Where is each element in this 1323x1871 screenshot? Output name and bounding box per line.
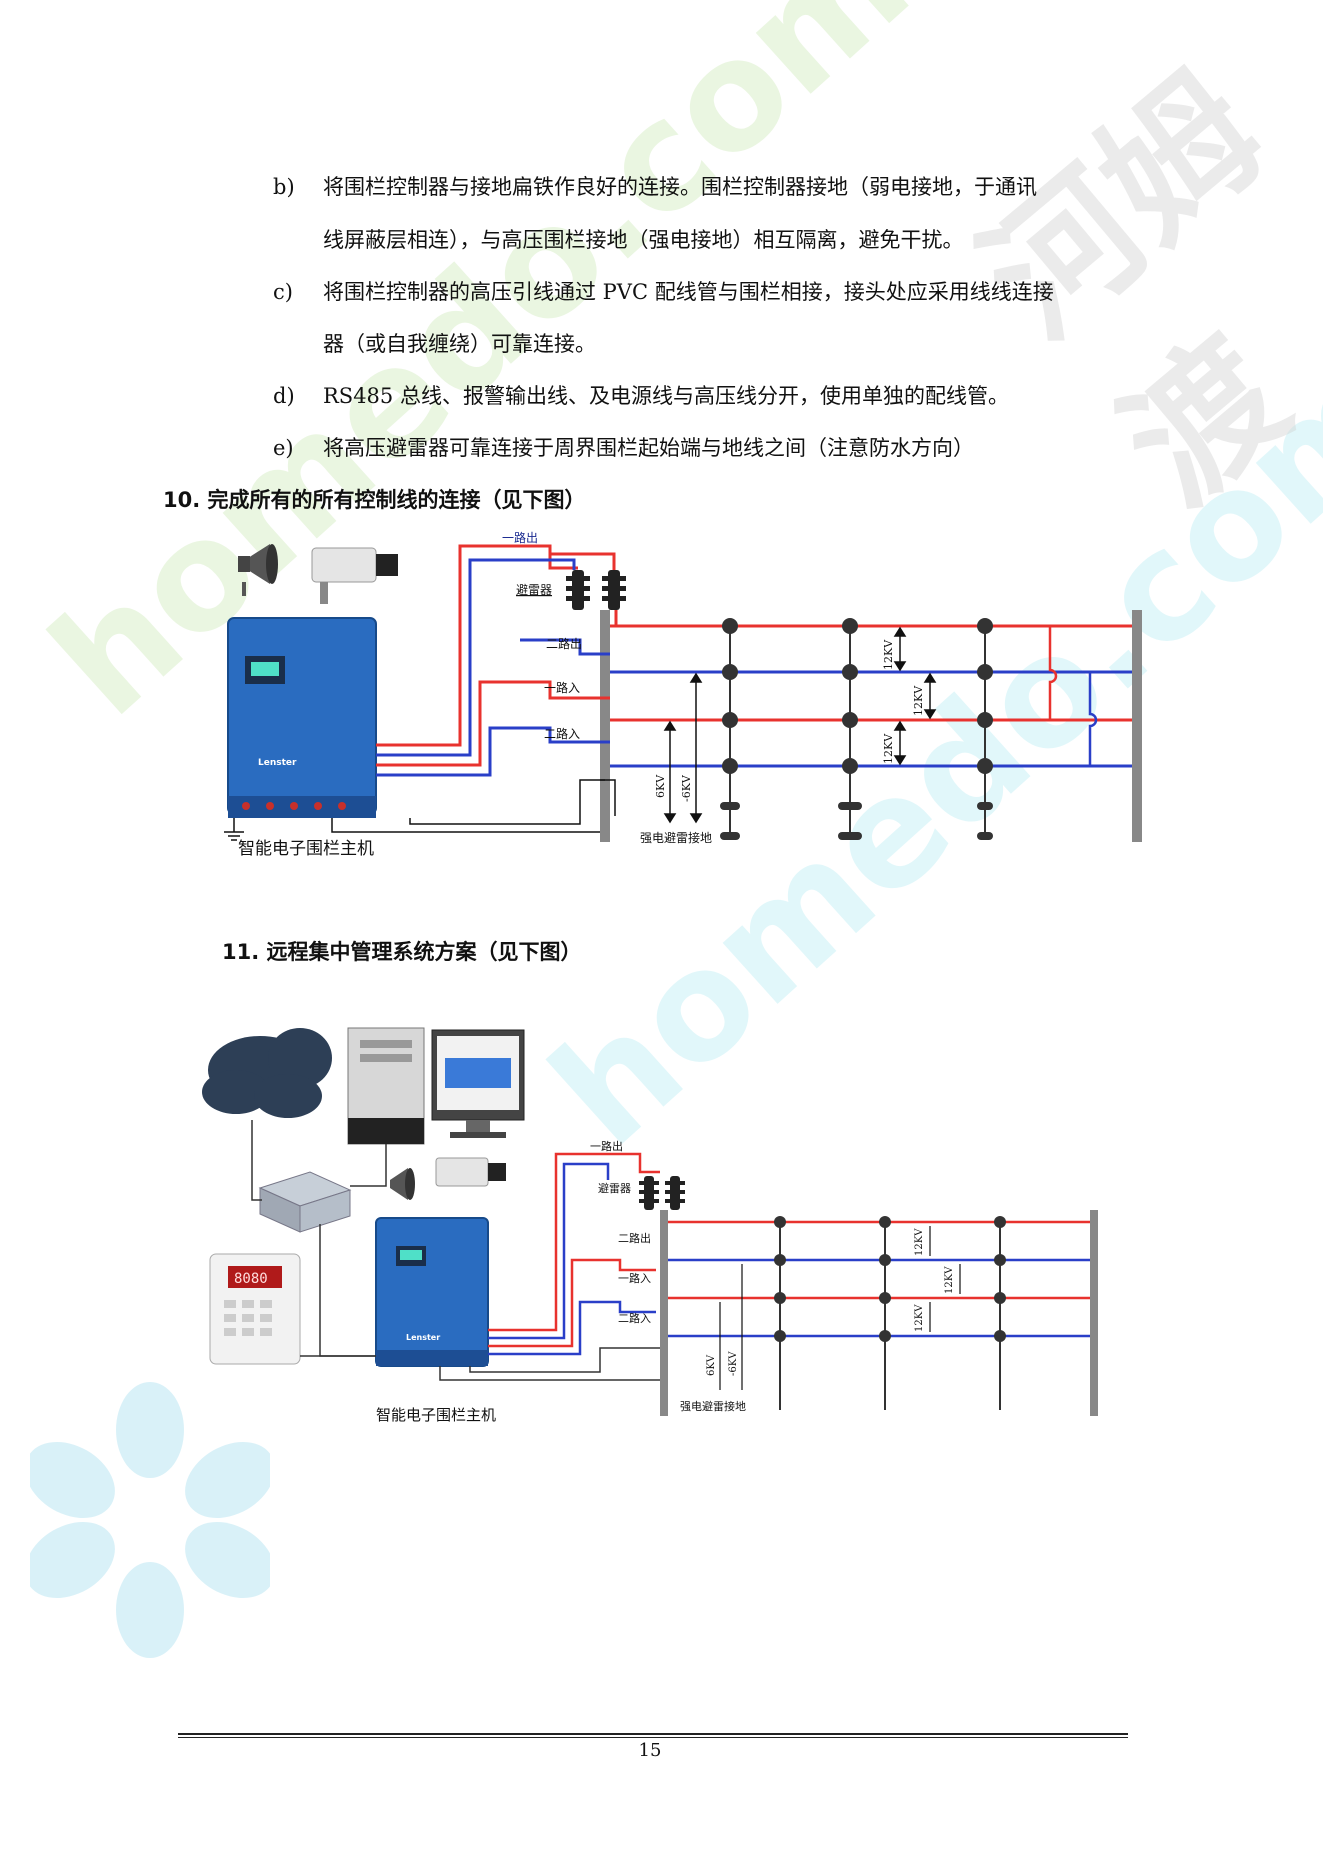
footer-rule-thin [178,1737,1128,1738]
list-item-d: d) RS485 总线、报警输出线、及电源线与高压线分开，使用单独的配线管。 [273,383,1009,409]
route2-out-wire [376,558,576,757]
voltage-arrows [663,626,937,824]
label-route1-in-2: 一路入 [618,1272,651,1285]
fence-post-start-2 [660,1210,668,1416]
fence-controller-device [227,617,377,818]
wiring-diagram-2: 8080 Lenster 智能电子围栏主机 [202,1027,1098,1424]
label-minus6kv-2: -6KV [728,1351,739,1376]
link-ground-2 [469,1347,668,1373]
label-route1-in: 一路入 [544,680,580,695]
insulators-2 [774,1216,1006,1342]
section-heading-10: 10. 完成所有的所有控制线的连接（见下图） [163,488,586,512]
watermark-flower-icon [30,1382,270,1658]
item-text: 将围栏控制器的高压引线通过 PVC 配线管与围栏相接，接头处应采用线线连接 [323,280,1054,304]
item-b-continuation: 线屏蔽层相连），与高压围栏接地（强电接地）相互隔离，避免干扰。 [323,228,964,252]
voltage-arrows-2 [719,1226,961,1390]
route2-in-wire [376,726,610,777]
label-route2-in: 二路入 [544,726,580,741]
link-cloud-converter [251,1120,262,1201]
host-label-2: 智能电子围栏主机 [376,1406,496,1424]
fence-wire-jumper-blue [1088,672,1098,766]
label-12kv-2a: 12KV [914,1228,925,1256]
host-label: 智能电子围栏主机 [238,839,374,859]
page-number: 15 [638,1740,662,1761]
label-minus6kv: -6KV [680,774,693,802]
wiring-diagram-1: Lenster 智能电子围栏主机 [224,530,1142,859]
item-label: b) [273,175,295,199]
route2-in-wire [488,1300,656,1356]
label-12kv-b: 12KV [912,685,925,716]
label-ground: 强电避雷接地 [640,830,712,845]
item-c-continuation: 器（或自我缠绕）可靠连接。 [323,332,596,356]
ground-wire-2 [409,779,605,825]
label-route2-out-2: 二路出 [618,1231,651,1245]
item-label: e) [273,436,294,460]
route2-out-wire [488,1162,610,1340]
controller-brand: Lenster [258,758,297,768]
ground-wire-3 [600,779,616,816]
label-12kv-a: 12KV [882,639,895,670]
label-route2-in-2: 二路入 [618,1312,651,1325]
intermediate-posts-2 [779,1220,1001,1410]
controller-brand-2: Lenster [406,1333,440,1342]
item-text: RS485 总线、报警输出线、及电源线与高压线分开，使用单独的配线管。 [323,384,1009,408]
arrester-icon-2 [639,1176,685,1210]
fence-wire-jumper-red [1048,626,1058,720]
ground-wire [331,818,600,833]
route1-in-wire [488,1258,656,1348]
item-label: c) [273,280,293,304]
fence-post-end-2 [1090,1210,1098,1416]
label-12kv-c: 12KV [882,733,895,764]
footer-rule [178,1733,1128,1735]
list-item-e: e) 将高压避雷器可靠连接于周界围栏起始端与地线之间（注意防水方向） [273,435,974,461]
label-6kv-2: 6KV [706,1354,717,1376]
list-item-c: c) 将围栏控制器的高压引线通过 PVC 配线管与围栏相接，接头处应采用线线连接 [273,279,1054,305]
siren-icon [238,544,278,596]
arrester-icon [566,570,626,610]
cloud-network-icon [202,1028,332,1118]
label-12kv-2c: 12KV [914,1304,925,1332]
label-route1-out: 一路出 [502,530,538,545]
route1-in-wire [376,680,610,767]
route1-out-wire [376,544,578,747]
serial-converter-icon [258,1171,352,1233]
watermark-hemudu: 河姆渡 [952,43,1319,537]
fence-post-start [600,610,610,842]
item-text: 将围栏控制器与接地扁铁作良好的连接。围栏控制器接地（弱电接地，于通讯 [323,175,1037,199]
label-arrester: 避雷器 [516,583,552,597]
list-item-b: b) 将围栏控制器与接地扁铁作良好的连接。围栏控制器接地（弱电接地，于通讯 [273,174,1037,200]
label-route1-out-2: 一路出 [590,1139,623,1153]
link-pc-converter [350,1144,387,1187]
label-6kv: 6KV [654,774,667,798]
camera-icon [311,547,398,604]
link-converter-controller [319,1224,376,1357]
section-heading-11: 11. 远程集中管理系统方案（见下图） [222,940,582,964]
route2-out-to-fence [520,638,610,656]
computer-tower-icon [347,1027,425,1145]
item-label: d) [273,384,295,408]
route1-out-wire [488,1152,660,1332]
label-arrester-2: 避雷器 [598,1181,631,1195]
fence-post-end [1132,610,1142,842]
ground-symbol-icon [224,818,244,841]
link-ground [439,1366,660,1381]
camera-icon-2 [435,1157,506,1187]
alarm-display: 8080 [234,1271,268,1287]
insulators [720,618,993,840]
fence-controller-device-2 [375,1217,489,1367]
alarm-keypad-icon [209,1253,301,1365]
monitor-icon [431,1029,525,1138]
route1-out-wire-2 [550,552,616,570]
label-ground-2: 强电避雷接地 [680,1399,746,1413]
siren-icon-2 [390,1168,415,1200]
item-text: 将高压避雷器可靠连接于周界围栏起始端与地线之间（注意防水方向） [323,436,974,460]
route1-out-to-fence [610,610,618,628]
label-12kv-2b: 12KV [944,1266,955,1294]
label-route2-out: 二路出 [546,636,582,651]
